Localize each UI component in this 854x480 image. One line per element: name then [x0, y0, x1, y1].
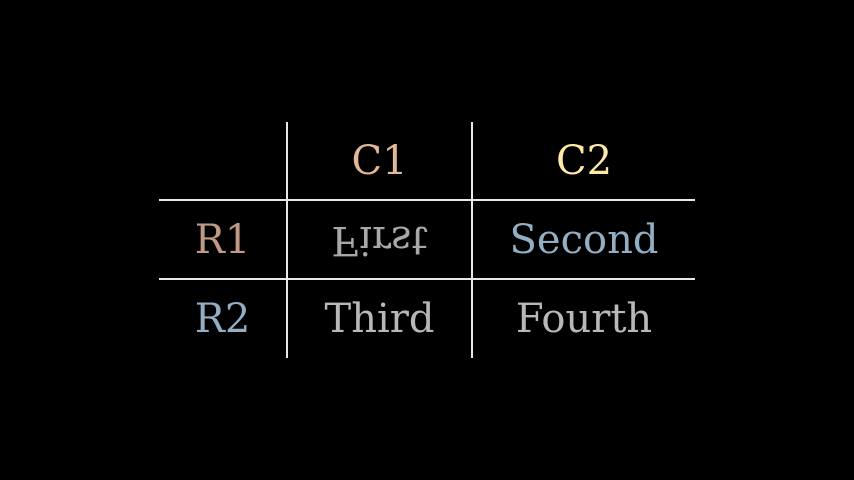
vertical-divider-2	[471, 122, 473, 358]
cell-r1-c2: Second	[509, 216, 659, 263]
horizontal-divider-1	[159, 199, 695, 201]
cell-r1-c1-text: First	[331, 216, 428, 263]
column-header-c1: C1	[351, 137, 408, 184]
cell-r2-c1: Third	[324, 296, 435, 342]
cell-r1-c1: First	[288, 201, 471, 278]
vertical-divider-1	[286, 122, 288, 358]
cell-r2-c2: Fourth	[515, 296, 653, 342]
row-header-r1: R1	[194, 216, 251, 263]
row-header-r2: R2	[194, 296, 251, 342]
horizontal-divider-2	[159, 278, 695, 280]
column-header-c2: C2	[555, 137, 613, 184]
